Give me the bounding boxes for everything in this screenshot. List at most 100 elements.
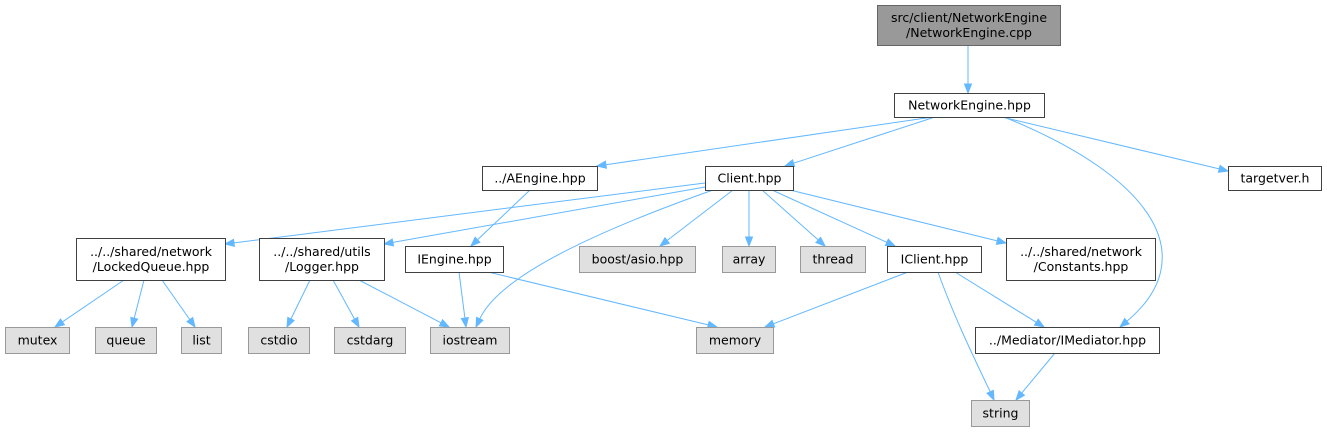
node-box: [76, 238, 226, 281]
node-iengine_hpp[interactable]: IEngine.hpp: [405, 246, 504, 273]
arrowhead-icon: [595, 160, 607, 169]
arrowhead-icon: [995, 236, 1008, 245]
edge-line: [1003, 116, 1163, 322]
node-constants_hpp[interactable]: ../../shared/network/Constants.hpp: [1006, 238, 1156, 281]
node-box: [971, 400, 1030, 427]
node-root[interactable]: src/client/NetworkEngine/NetworkEngine.c…: [877, 5, 1061, 46]
node-label: cstdarg: [347, 333, 394, 348]
edge-networkengine_hpp-to-aengine_hpp: [595, 116, 934, 169]
node-box: [259, 238, 385, 281]
node-box: [248, 327, 310, 354]
arrowhead-icon: [1015, 389, 1026, 402]
edge-client_hpp-to-boost_asio_hpp: [658, 189, 734, 247]
node-label: ../Mediator/IMediator.hpp: [989, 333, 1146, 348]
node-box: [430, 327, 510, 354]
arrowhead-icon: [53, 318, 66, 328]
node-box: [894, 93, 1045, 118]
node-imediator_hpp[interactable]: ../Mediator/IMediator.hpp: [975, 327, 1160, 354]
node-memory: memory: [696, 327, 774, 354]
node-label: array: [733, 252, 766, 267]
edge-iengine_hpp-to-memory: [487, 271, 719, 329]
arrowhead-icon: [1118, 317, 1130, 328]
edge-aengine_hpp-to-iengine_hpp: [469, 189, 531, 247]
arrowhead-icon: [986, 389, 995, 402]
node-lockedqueue_hpp[interactable]: ../../shared/network/LockedQueue.hpp: [76, 238, 226, 281]
edge-lockedqueue_hpp-to-mutex: [53, 279, 125, 328]
node-box: [334, 327, 406, 354]
edge-line: [487, 271, 709, 326]
node-client_hpp[interactable]: Client.hpp: [705, 166, 794, 191]
arrowhead-icon: [744, 236, 754, 248]
node-box: [705, 166, 794, 191]
edge-line: [761, 189, 819, 241]
node-targetver_h[interactable]: targetver.h: [1228, 166, 1322, 191]
arrowhead-icon: [469, 236, 481, 247]
node-layer: src/client/NetworkEngine/NetworkEngine.c…: [5, 5, 1322, 427]
node-box: [975, 327, 1160, 354]
node-label: /LockedQueue.hpp: [93, 259, 210, 274]
node-label: list: [192, 333, 210, 348]
node-box: [95, 327, 157, 354]
arrowhead-icon: [382, 238, 395, 247]
node-logger_hpp[interactable]: ../../shared/utils/Logger.hpp: [259, 238, 385, 281]
node-label: boost/asio.hpp: [592, 252, 684, 267]
arrowhead-icon: [658, 236, 671, 247]
arrowhead-icon: [783, 159, 796, 168]
edge-layer: [53, 45, 1230, 402]
edge-iclient_hpp-to-imediator_hpp: [954, 271, 1046, 328]
edge-line: [290, 279, 311, 320]
edge-line: [358, 279, 442, 324]
edge-line: [954, 271, 1037, 323]
node-label: NetworkEngine.hpp: [908, 98, 1031, 113]
node-box: [482, 166, 598, 191]
node-aengine_hpp[interactable]: ../AEngine.hpp: [482, 166, 598, 191]
edge-root-to-networkengine_hpp: [963, 45, 973, 95]
node-label: ../../shared/network: [90, 244, 213, 259]
edge-line: [605, 116, 934, 166]
node-box: [696, 327, 774, 354]
node-label: thread: [813, 252, 854, 267]
edge-line: [789, 189, 998, 242]
edge-logger_hpp-to-iostream: [358, 279, 451, 328]
node-box: [877, 5, 1061, 46]
arrowhead-icon: [223, 238, 235, 247]
node-thread: thread: [800, 246, 866, 273]
edge-lockedqueue_hpp-to-list: [161, 279, 196, 329]
node-box: [1228, 166, 1322, 191]
node-iclient_hpp[interactable]: IClient.hpp: [887, 246, 982, 273]
edge-networkengine_hpp-to-imediator_hpp: [1003, 116, 1163, 328]
edge-networkengine_hpp-to-targetver_h: [1001, 116, 1230, 173]
node-label: mutex: [18, 333, 58, 348]
node-mutex: mutex: [5, 327, 70, 354]
arrowhead-icon: [963, 83, 973, 95]
node-label: string: [983, 406, 1019, 421]
node-box: [1006, 238, 1156, 281]
edge-client_hpp-to-iclient_hpp: [771, 189, 897, 247]
arrowhead-icon: [438, 318, 451, 328]
arrowhead-icon: [186, 316, 196, 329]
edge-line: [479, 189, 714, 320]
node-box: [887, 246, 982, 273]
edge-line: [332, 279, 356, 320]
node-cstdio: cstdio: [248, 327, 310, 354]
node-box: [722, 246, 776, 273]
edge-client_hpp-to-lockedqueue_hpp: [223, 182, 706, 247]
edge-line: [233, 182, 706, 244]
node-box: [579, 246, 696, 273]
node-label: IClient.hpp: [901, 252, 969, 267]
arrowhead-icon: [884, 238, 897, 247]
edge-client_hpp-to-constants_hpp: [789, 189, 1008, 245]
node-label: iostream: [443, 333, 498, 348]
edge-client_hpp-to-iostream: [475, 189, 714, 329]
arrowhead-icon: [1217, 164, 1230, 173]
node-label: Client.hpp: [718, 171, 782, 186]
node-cstdarg: cstdarg: [334, 327, 406, 354]
node-networkengine_hpp[interactable]: NetworkEngine.hpp: [894, 93, 1045, 118]
edge-line: [773, 271, 909, 325]
edge-iclient_hpp-to-string: [937, 271, 995, 402]
edge-line: [793, 116, 936, 164]
edge-line: [458, 271, 466, 319]
node-box: [5, 327, 70, 354]
edge-client_hpp-to-array: [744, 190, 754, 248]
